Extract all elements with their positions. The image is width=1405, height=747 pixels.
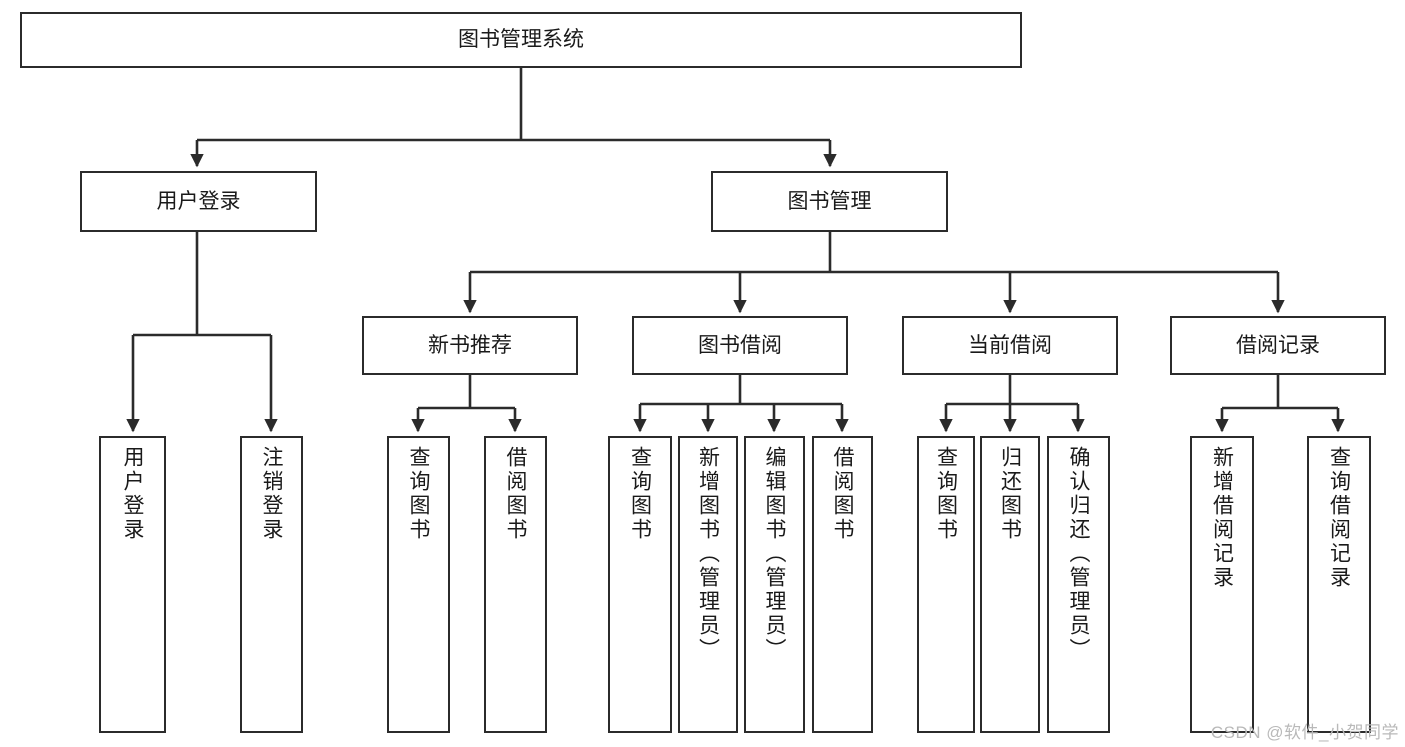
node-label: 确认归还（管理员）: [1067, 446, 1090, 662]
node-leaf-add-record[interactable]: 新增借阅记录: [1190, 436, 1254, 733]
node-label: 借阅记录: [1236, 333, 1320, 357]
node-label: 编辑图书（管理员）: [763, 446, 786, 662]
node-leaf-borrow-book-2[interactable]: 借阅图书: [812, 436, 873, 733]
node-leaf-query-book-3[interactable]: 查询图书: [917, 436, 975, 733]
node-book-management-system[interactable]: 图书管理系统: [20, 12, 1022, 68]
node-leaf-edit-book[interactable]: 编辑图书（管理员）: [744, 436, 805, 733]
node-label: 借阅图书: [831, 446, 854, 542]
csdn-watermark: CSDN @软件_小贺同学: [1210, 723, 1399, 742]
node-book-borrow[interactable]: 图书借阅: [632, 316, 848, 375]
node-leaf-user-login[interactable]: 用户登录: [99, 436, 166, 733]
node-book-management[interactable]: 图书管理: [711, 171, 948, 232]
node-leaf-return-book[interactable]: 归还图书: [980, 436, 1040, 733]
node-label: 用户登录: [121, 446, 144, 542]
node-label: 当前借阅: [968, 333, 1052, 357]
node-label: 新增图书（管理员）: [696, 446, 720, 662]
node-leaf-borrow-book-1[interactable]: 借阅图书: [484, 436, 547, 733]
node-leaf-logout-login[interactable]: 注销登录: [240, 436, 303, 733]
node-current-borrow[interactable]: 当前借阅: [902, 316, 1118, 375]
node-label: 用户登录: [156, 189, 241, 213]
node-leaf-query-record[interactable]: 查询借阅记录: [1307, 436, 1371, 733]
node-label: 图书借阅: [698, 333, 782, 357]
node-label: 借阅图书: [504, 446, 527, 542]
node-leaf-confirm-return[interactable]: 确认归还（管理员）: [1047, 436, 1110, 733]
node-label: 查询图书: [407, 446, 430, 542]
node-label: 查询图书: [934, 446, 958, 542]
node-label: 图书管理: [787, 189, 872, 213]
node-borrow-record[interactable]: 借阅记录: [1170, 316, 1386, 375]
node-user-login[interactable]: 用户登录: [80, 171, 317, 232]
node-label: 图书管理系统: [458, 28, 584, 52]
node-label: 查询图书: [628, 446, 652, 542]
node-label: 查询借阅记录: [1327, 446, 1351, 590]
node-label: 注销登录: [260, 446, 283, 542]
node-label: 新书推荐: [428, 333, 512, 357]
node-label: 归还图书: [998, 446, 1022, 542]
node-label: 新增借阅记录: [1210, 446, 1234, 590]
node-leaf-query-book-1[interactable]: 查询图书: [387, 436, 450, 733]
node-leaf-query-book-2[interactable]: 查询图书: [608, 436, 672, 733]
node-leaf-add-book[interactable]: 新增图书（管理员）: [678, 436, 738, 733]
node-new-book-recommend[interactable]: 新书推荐: [362, 316, 578, 375]
